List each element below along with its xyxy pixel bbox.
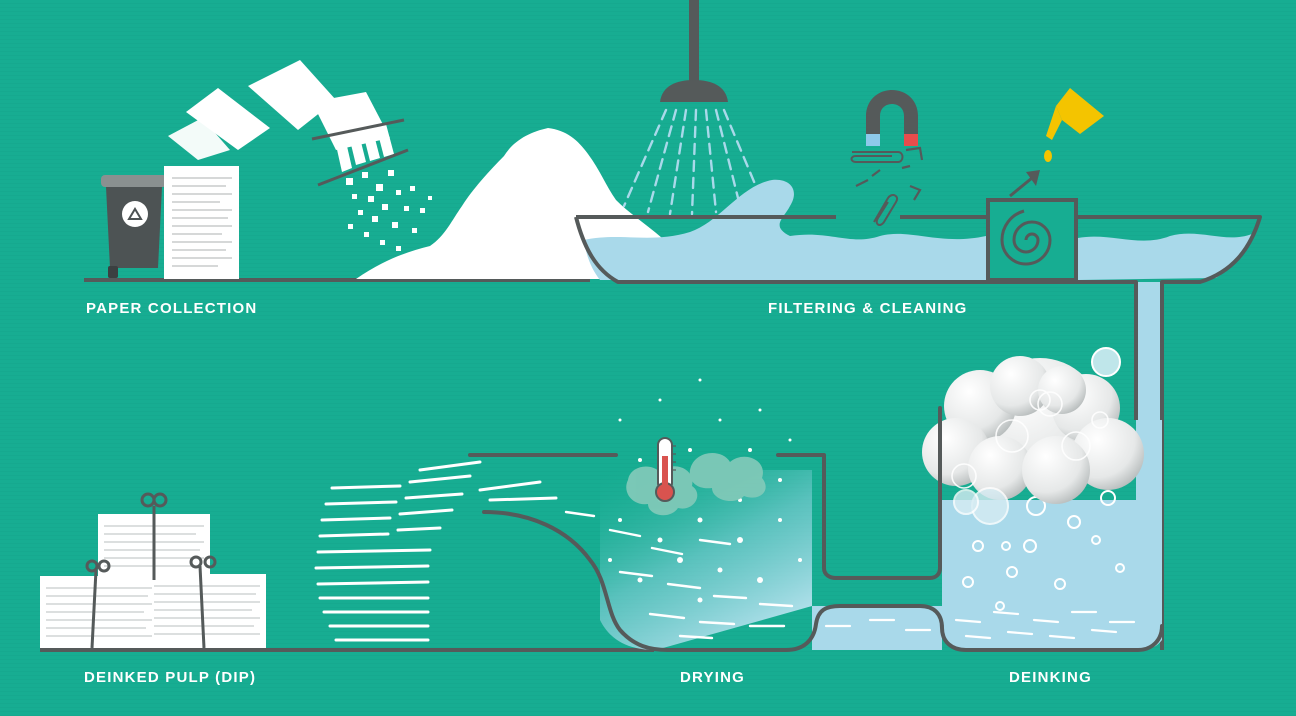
deinking-foam [922, 347, 1144, 525]
drying-label: DRYING [680, 669, 745, 686]
connecting-channel-water [812, 606, 942, 650]
top-tank-water-right [1078, 233, 1252, 280]
drying-mist [608, 378, 802, 603]
glue-bottle-icon [1044, 88, 1104, 162]
pulp-fiber-lines [314, 460, 558, 642]
recycle-bin-icon [101, 175, 167, 278]
shower-head-icon [622, 0, 762, 216]
shredder-icon [311, 118, 409, 187]
top-tank-outline [574, 215, 1262, 650]
filtering-cleaning-label: FILTERING & CLEANING [768, 300, 968, 317]
paper-stack-icon [164, 166, 239, 279]
deinked-pulp-bales [40, 492, 266, 649]
deinked-pulp-label: DEINKED PULP (DIP) [84, 669, 257, 686]
magnet-icon [866, 90, 918, 146]
staple-icon [855, 146, 924, 201]
thermometer-icon [655, 437, 676, 502]
paper-collection-label: PAPER COLLECTION [86, 300, 258, 317]
paper-clip-icon [850, 151, 904, 226]
deinking-label: DEINKING [1009, 669, 1092, 686]
drying-fiber-dashes [564, 510, 794, 640]
shredded-paper-confetti [346, 170, 432, 251]
spiral-filter-icon [986, 170, 1078, 282]
bottom-pipe-outline [468, 406, 1164, 652]
pipe-water [1138, 282, 1160, 502]
top-tank-water [584, 179, 986, 280]
deinking-water-dashes [824, 610, 1136, 640]
deinking-basin-water [942, 420, 1162, 650]
drying-basin-fill [600, 470, 812, 650]
